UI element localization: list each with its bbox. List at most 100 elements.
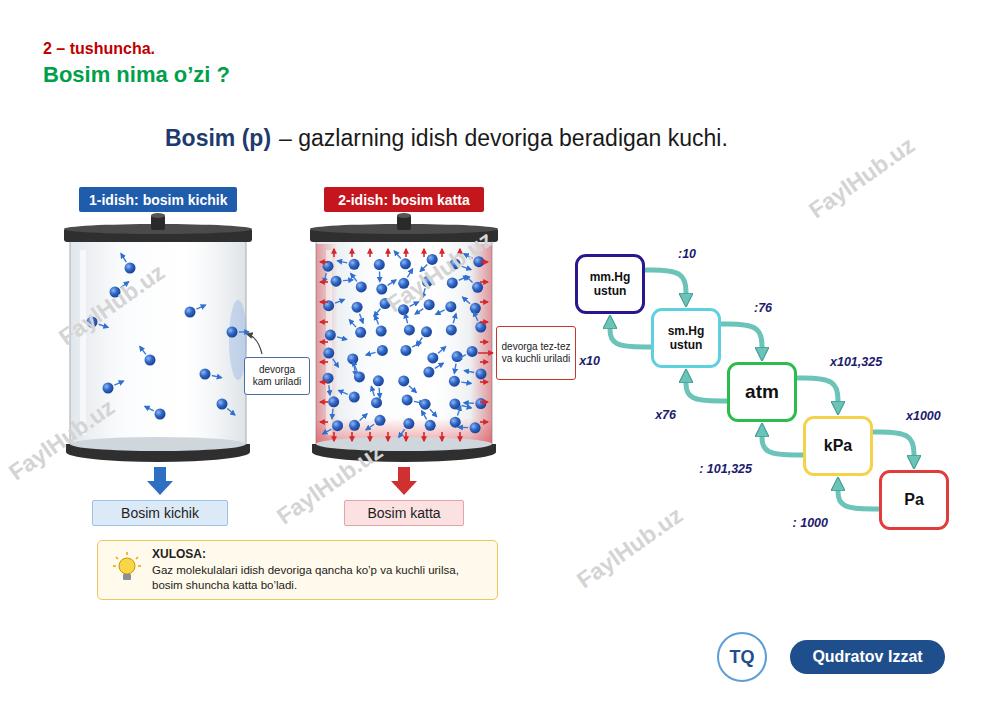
molecule-ball [227, 327, 238, 338]
velocity-arrow [415, 309, 423, 315]
gas-molecule [110, 282, 129, 298]
gas-molecule [463, 297, 481, 314]
conversion-factor: x76 [653, 408, 678, 422]
molecule-ball [449, 398, 460, 409]
velocity-arrow [99, 324, 108, 327]
result-arrow [391, 467, 417, 495]
definition-line: Bosim (p)– gazlarning idish devoriga ber… [165, 125, 728, 152]
velocity-arrow [351, 274, 357, 282]
impact-arrow [369, 249, 371, 257]
velocity-arrow [374, 309, 381, 316]
velocity-arrow [360, 314, 364, 323]
gas-molecule [140, 346, 156, 365]
gas-molecule [458, 422, 480, 433]
gas-molecule [464, 254, 485, 267]
light-ray [126, 552, 128, 555]
gas-molecule [227, 327, 250, 338]
velocity-arrow [464, 402, 474, 404]
impact-arrow [480, 321, 488, 323]
unit-box: mm.Hg ustun [575, 254, 645, 314]
velocity-arrow [399, 429, 405, 437]
gas-molecule [337, 259, 359, 270]
molecule-ball [110, 287, 121, 298]
container-banner: 2-idish: bosim katta [324, 187, 484, 212]
molecule-ball [446, 324, 457, 335]
molecule-ball [450, 417, 461, 428]
velocity-arrow [333, 359, 339, 367]
velocity-arrow [378, 388, 380, 398]
box-text: Pa [904, 490, 924, 509]
impact-arrow [480, 341, 488, 343]
gas-molecule [323, 348, 338, 367]
molecule-ball [376, 284, 387, 295]
molecule-ball [155, 409, 166, 420]
molecule-ball [185, 307, 196, 318]
impact-arrow [423, 249, 425, 257]
gas-molecule [323, 299, 344, 311]
gas-molecule [374, 259, 385, 281]
box-text: TQ [730, 647, 755, 668]
molecule-ball [103, 383, 114, 394]
lid-knob [397, 213, 411, 218]
velocity-arrow [114, 381, 123, 385]
molecule-ball [374, 259, 385, 270]
impact-arrow [480, 401, 488, 403]
impact-arrow [480, 421, 488, 423]
velocity-arrow [335, 299, 344, 303]
impact-arrow [320, 401, 328, 403]
gas-molecule [422, 411, 436, 431]
gas-molecule [145, 406, 166, 419]
gas-molecule [415, 299, 435, 314]
gas-molecule [464, 368, 486, 379]
light-ray [116, 557, 118, 559]
velocity-arrow [410, 302, 419, 307]
impact-arrow [480, 361, 488, 363]
impact-glow [316, 244, 338, 444]
callout-box: devorga kam uriladi [244, 357, 310, 395]
molecule-ball [145, 355, 156, 366]
author-badge: Qudratov Izzat [790, 640, 945, 674]
molecule-ball [352, 302, 363, 313]
velocity-arrow [337, 337, 347, 340]
velocity-arrow [371, 387, 374, 397]
light-ray [136, 557, 138, 559]
result-arrow [147, 467, 173, 495]
velocity-arrow [353, 361, 357, 370]
conversion-arrow [873, 432, 914, 458]
impact-arrow [441, 249, 443, 257]
velocity-arrow [407, 269, 412, 278]
gas-molecule [375, 315, 387, 336]
velocity-arrow [409, 386, 416, 393]
gas-molecule [394, 251, 411, 269]
watermark: FaylHub.uz [382, 226, 498, 318]
unit-box: atm [727, 362, 797, 422]
impact-arrow [320, 341, 328, 343]
molecule-ball [425, 420, 436, 431]
gas-molecule [366, 415, 386, 430]
box-text: XULOSA: [152, 547, 487, 561]
velocity-arrow [412, 342, 421, 347]
impact-arrow [387, 249, 389, 257]
gas-molecule [457, 346, 478, 359]
impact-arrow [351, 432, 353, 441]
gas-molecule [452, 351, 463, 373]
watermark: FaylHub.uz [54, 259, 170, 351]
molecule-ball [349, 420, 360, 431]
impact-arrow [387, 432, 389, 441]
velocity-arrow [461, 382, 471, 383]
gas-molecule [398, 375, 416, 392]
gas-molecule [325, 330, 347, 341]
molecule-ball [398, 304, 409, 315]
conversion-arrow [645, 270, 686, 296]
gas-molecule [349, 320, 366, 338]
gas-molecule [331, 276, 353, 287]
definition-term: Bosim (p) [165, 125, 271, 152]
molecule-ball [427, 254, 438, 265]
gas-molecule [103, 381, 124, 393]
velocity-arrow [454, 364, 456, 374]
impact-arrow [459, 249, 461, 257]
conclusion-box: XULOSA:Gaz molekulalari idish devoriga q… [97, 540, 498, 600]
molecule-ball [380, 298, 391, 309]
slide-title: Bosim nima o’zi ? [43, 62, 230, 88]
velocity-arrow [420, 264, 427, 271]
